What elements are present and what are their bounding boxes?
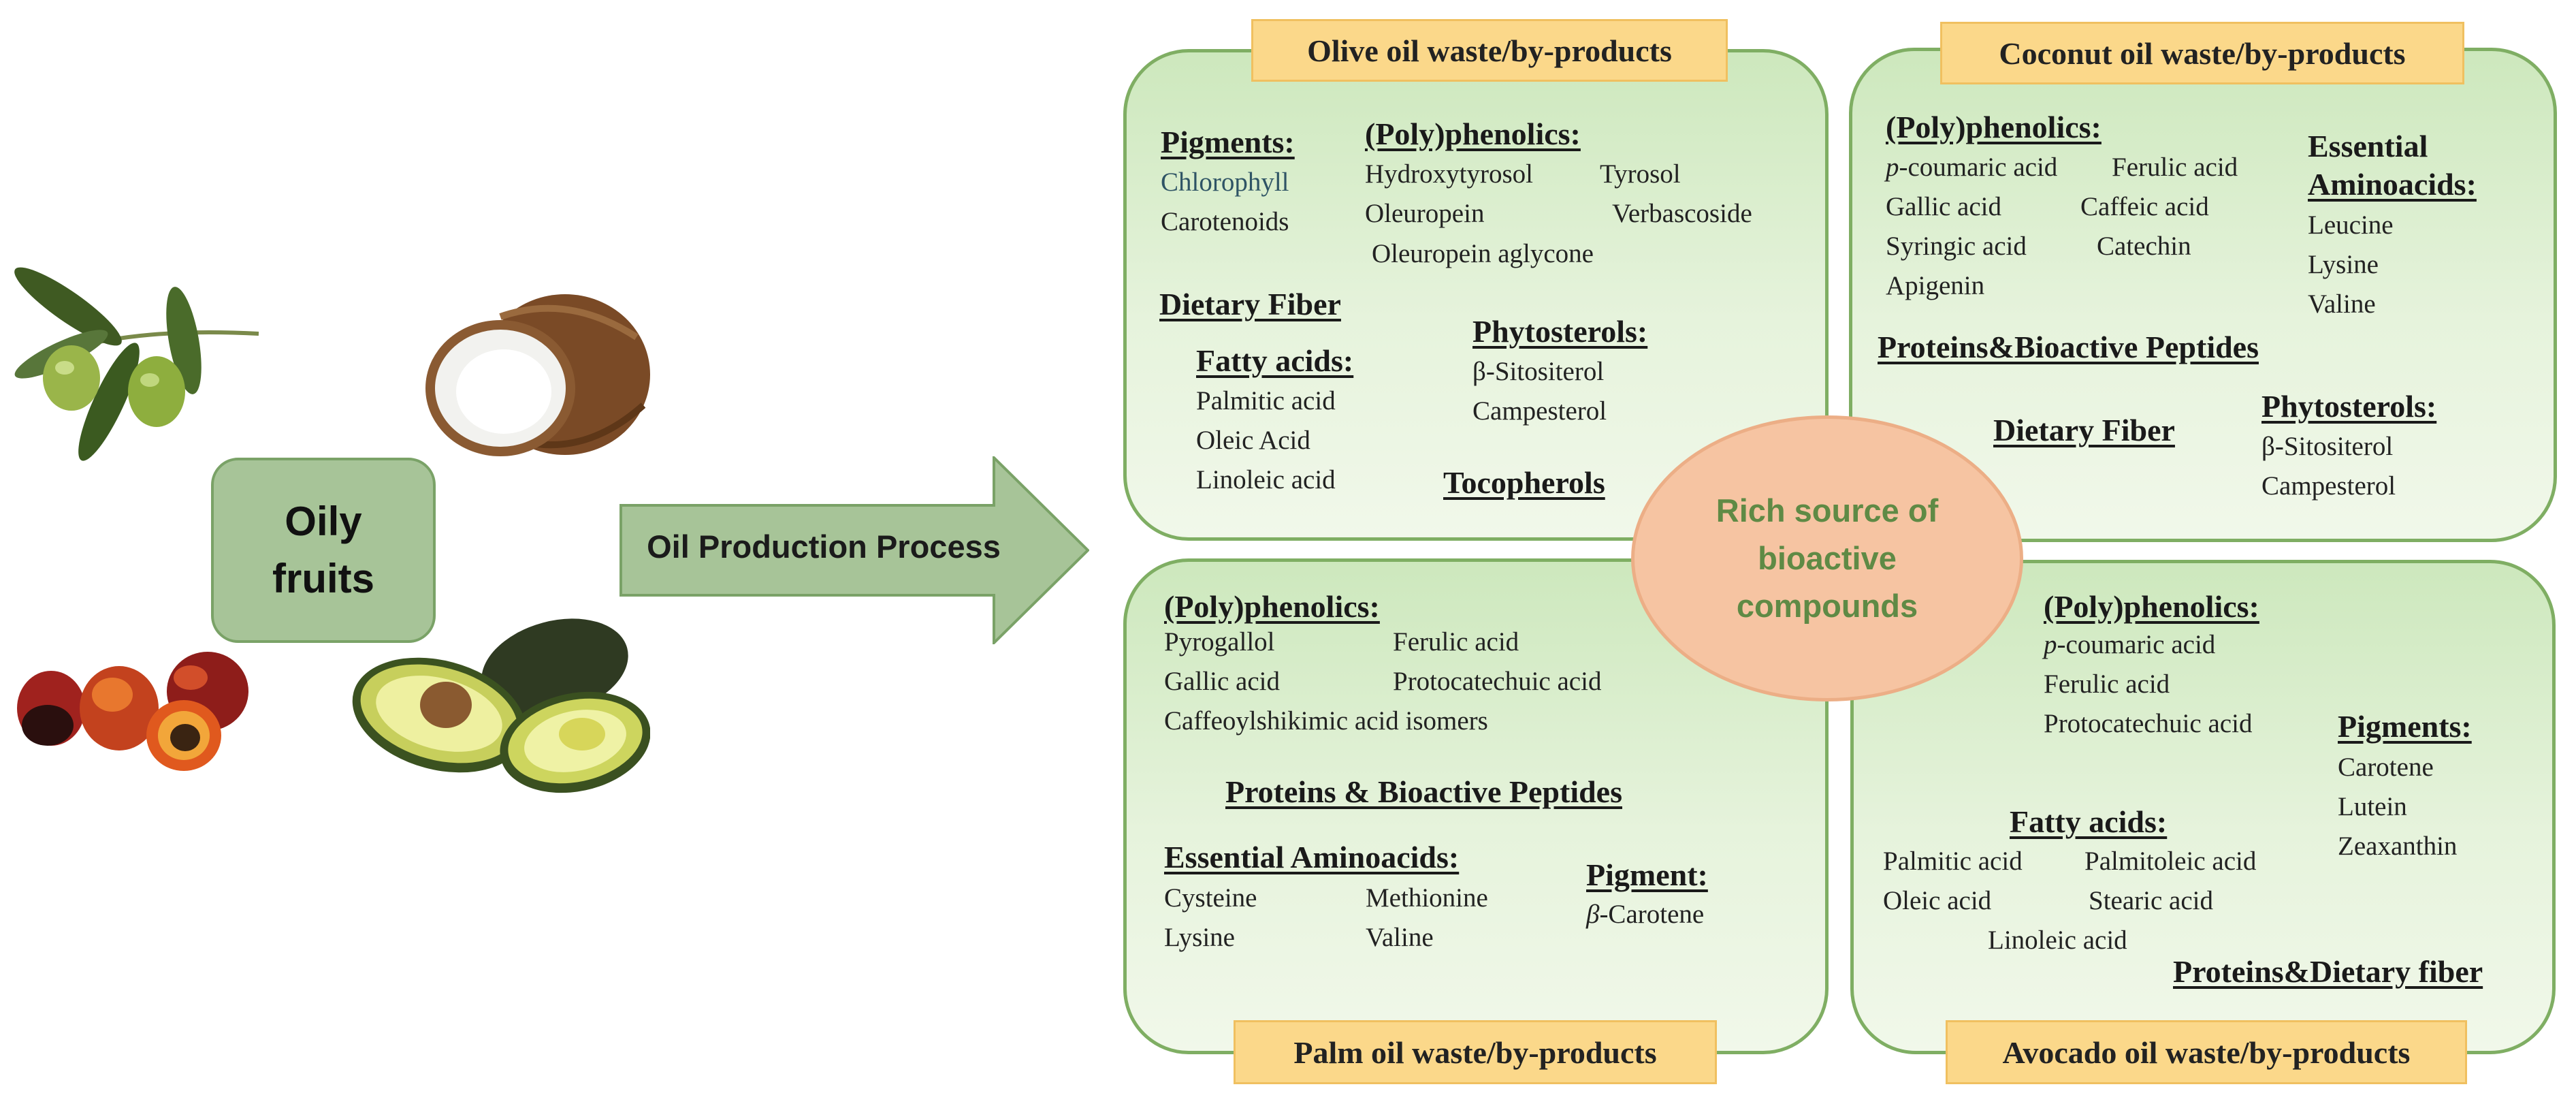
palm-amino-item: Valine bbox=[1366, 923, 1434, 952]
coconut-phyto-item: β-Sitositerol bbox=[2261, 432, 2394, 461]
coconut-phyto-heading: Phytosterols: bbox=[2261, 389, 2437, 424]
avocado-phenolic-item: Ferulic acid bbox=[2044, 669, 2170, 699]
avocado-pigment-item: Lutein bbox=[2338, 792, 2407, 821]
avocado-fatty-item: Oleic acid bbox=[1883, 886, 1992, 915]
olive-phyto-item: Campesterol bbox=[1472, 396, 1607, 426]
palm-amino-item: Lysine bbox=[1164, 923, 1235, 952]
coconut-amino-item: Leucine bbox=[2308, 210, 2394, 240]
coconut-amino-heading: Aminoacids: bbox=[2308, 167, 2477, 202]
olive-fatty-heading: Fatty acids: bbox=[1196, 343, 1354, 378]
coconut-phenolic-item: Catechin bbox=[2097, 232, 2191, 261]
coconut-amino-item: Valine bbox=[2308, 289, 2376, 319]
palm-amino-item: Cysteine bbox=[1164, 883, 1257, 913]
avocado-fatty-item: Palmitic acid bbox=[1883, 847, 2023, 876]
palm-phenolic-item: Protocatechuic acid bbox=[1393, 667, 1602, 696]
olive-fatty-item: Oleic Acid bbox=[1196, 426, 1310, 455]
olive-pigment-item: Carotenoids bbox=[1161, 207, 1289, 236]
olive-fatty-item: Palmitic acid bbox=[1196, 386, 1336, 415]
coconut-phenolic-item: Apigenin bbox=[1886, 271, 1985, 300]
oily-fruits-box: Oily fruits bbox=[211, 458, 436, 643]
palm-fruit-icon bbox=[17, 652, 248, 771]
palm-phenolics-heading: (Poly)phenolics: bbox=[1164, 589, 1380, 624]
olive-phenolic-item: Verbascoside bbox=[1612, 199, 1752, 228]
avocado-fatty-heading: Fatty acids: bbox=[2010, 804, 2168, 839]
coconut-phyto-item: Campesterol bbox=[2261, 471, 2396, 501]
avocado-phenolic-item: p-coumaric acid bbox=[2044, 630, 2216, 659]
olive-title: Olive oil waste/by-products bbox=[1251, 19, 1728, 82]
coconut-phenolic-item: Gallic acid bbox=[1886, 192, 2001, 221]
coconut-amino-item: Lysine bbox=[2308, 250, 2379, 279]
olive-phenolic-item: Tyrosol bbox=[1600, 159, 1681, 189]
palm-amino-item: Methionine bbox=[1366, 883, 1488, 913]
avocado-fatty-item: Stearic acid bbox=[2089, 886, 2213, 915]
coconut-phenolic-item: Ferulic acid bbox=[2112, 153, 2238, 182]
avocado-pigments-heading: Pigments: bbox=[2338, 709, 2472, 744]
avocado-title: Avocado oil waste/by-products bbox=[1946, 1020, 2467, 1084]
avocado-pigment-item: Zeaxanthin bbox=[2338, 832, 2458, 861]
process-arrow bbox=[619, 456, 1089, 644]
olive-phyto-item: β-Sitositerol bbox=[1472, 357, 1605, 386]
center-label: Rich source of bioactive compounds bbox=[1716, 492, 1939, 624]
olive-pigments-heading: Pigments: bbox=[1161, 125, 1295, 159]
palm-phenolic-item: Pyrogallol bbox=[1164, 627, 1275, 657]
palm-pigment-item: β-Carotene bbox=[1586, 900, 1705, 929]
coconut-p-prefix: p bbox=[1886, 153, 1899, 182]
coconut-title: Coconut oil waste/by-products bbox=[1940, 22, 2464, 84]
palm-phenolic-item: Ferulic acid bbox=[1393, 627, 1519, 657]
olive-tocopherols-heading: Tocopherols bbox=[1443, 465, 1605, 500]
coconut-phenolic-item: p-coumaric acid bbox=[1886, 153, 2058, 182]
palm-phenolic-item: Gallic acid bbox=[1164, 667, 1280, 696]
olive-fatty-item: Linoleic acid bbox=[1196, 465, 1336, 494]
olive-phenolic-item: Hydroxytyrosol bbox=[1365, 159, 1533, 189]
olive-phyto-heading: Phytosterols: bbox=[1472, 314, 1648, 349]
palm-amino-heading: Essential Aminoacids: bbox=[1164, 840, 1460, 874]
olive-fiber-heading: Dietary Fiber bbox=[1159, 287, 1341, 321]
coconut-phenolic-item: Syringic acid bbox=[1886, 232, 2027, 261]
olive-phenolic-item: Oleuropein aglycone bbox=[1372, 239, 1594, 268]
avocado-phenolic-item: Protocatechuic acid bbox=[2044, 709, 2253, 738]
coconut-phenolic-item: Caffeic acid bbox=[2080, 192, 2209, 221]
olive-phenolic-item: Oleuropein bbox=[1365, 199, 1485, 228]
coconut-amino-heading: Essential bbox=[2308, 129, 2428, 163]
olive-phenolics-heading: (Poly)phenolics: bbox=[1365, 116, 1581, 151]
coconut-fiber-heading: Dietary Fiber bbox=[1993, 413, 2175, 447]
palm-pigment-heading: Pigment: bbox=[1586, 857, 1708, 892]
coconut-proteins-heading: Proteins&Bioactive Peptides bbox=[1878, 330, 2259, 364]
center-ellipse: Rich source of bioactive compounds bbox=[1631, 415, 2023, 701]
avocado-proteins-heading: Proteins&Dietary fiber bbox=[2173, 954, 2483, 989]
palm-phenolic-item: Caffeoylshikimic acid isomers bbox=[1164, 706, 1488, 736]
process-label: Oil Production Process bbox=[647, 528, 1001, 565]
palm-title: Palm oil waste/by-products bbox=[1234, 1020, 1717, 1084]
olive-pigment-item: Chlorophyll bbox=[1161, 168, 1289, 197]
oily-fruits-label: Oily fruits bbox=[272, 499, 374, 601]
olive-icon bbox=[14, 267, 259, 461]
avocado-fatty-item: Linoleic acid bbox=[1988, 926, 2127, 955]
palm-proteins-heading: Proteins & Bioactive Peptides bbox=[1225, 774, 1622, 809]
avocado-phenolics-heading: (Poly)phenolics: bbox=[2044, 589, 2259, 624]
avocado-icon bbox=[352, 618, 650, 793]
avocado-fatty-item: Palmitoleic acid bbox=[2084, 847, 2257, 876]
avocado-pigment-item: Carotene bbox=[2338, 753, 2434, 782]
coconut-phenolics-heading: (Poly)phenolics: bbox=[1886, 110, 2102, 144]
coconut-icon bbox=[425, 294, 650, 456]
